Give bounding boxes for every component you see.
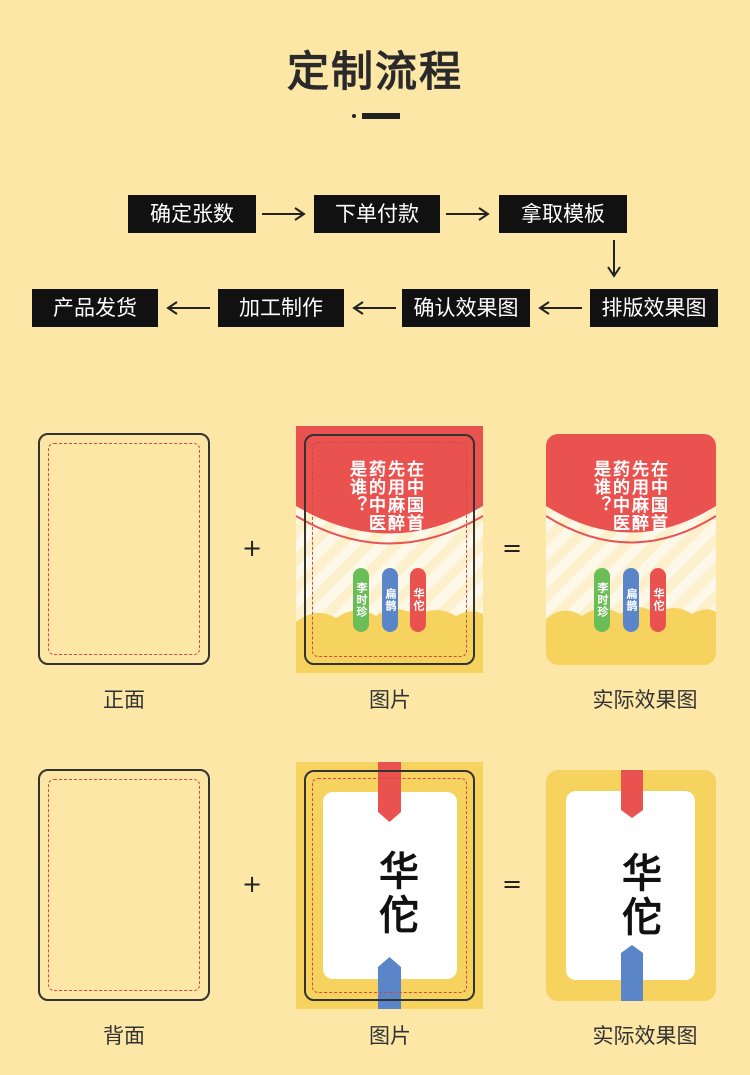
caption-image: 图片 [369, 688, 411, 712]
option-pill: 华佗 [410, 568, 426, 632]
front-headline: 在中国首先用麻醉药的中医是谁？ [346, 460, 423, 532]
caption-image: 图片 [369, 1024, 411, 1048]
step-2: 下单付款 [314, 195, 440, 233]
option-pill: 扁鹊 [382, 568, 398, 632]
arrow-left-icon [538, 301, 582, 315]
front-image: 在中国首先用麻醉药的中医是谁？ 华佗 扁鹊 李时珍 [296, 426, 483, 673]
option-pill: 李时珍 [353, 568, 369, 632]
arrow-down-icon [607, 240, 621, 278]
plus-sign: + [242, 870, 263, 898]
back-name: 华佗 [372, 850, 418, 938]
back-template-bleed [48, 779, 200, 991]
front-result-card: 在中国首先用麻醉药的中医是谁？ 华佗 扁鹊 李时珍 [546, 434, 716, 665]
step-6: 加工制作 [218, 289, 344, 327]
step-3: 拿取模板 [499, 195, 627, 233]
caption-back: 背面 [103, 1024, 145, 1048]
back-result-card: 华佗 [546, 770, 716, 1001]
step-5: 确认效果图 [402, 289, 530, 327]
back-image: 华佗 [296, 762, 483, 1009]
back-template-outline [38, 769, 210, 1001]
template-overlay [304, 770, 475, 1001]
page-title: 定制流程 [286, 47, 463, 96]
step-7: 产品发货 [32, 289, 158, 327]
front-template-bleed [48, 443, 200, 655]
caption-result: 实际效果图 [592, 1024, 698, 1048]
arrow-left-icon [166, 301, 210, 315]
step-4: 排版效果图 [590, 289, 718, 327]
equals-sign: = [502, 534, 523, 562]
title-underline [352, 113, 402, 119]
template-overlay-bleed [312, 778, 467, 993]
template-overlay-bleed [312, 442, 467, 657]
arrow-left-icon [352, 301, 396, 315]
arrow-right-icon [262, 207, 306, 221]
front-template-outline [38, 433, 210, 665]
arrow-right-icon [446, 207, 490, 221]
option-pill: 李时珍 [594, 568, 610, 632]
caption-front: 正面 [103, 688, 145, 712]
equals-sign: = [502, 870, 523, 898]
front-headline: 在中国首先用麻醉药的中医是谁？ [590, 460, 667, 532]
template-overlay [304, 434, 475, 665]
option-pill: 扁鹊 [623, 568, 639, 632]
step-1: 确定张数 [128, 195, 256, 233]
plus-sign: + [242, 534, 263, 562]
option-pill: 华佗 [650, 568, 666, 632]
back-name: 华佗 [615, 852, 661, 940]
caption-result: 实际效果图 [592, 688, 698, 712]
